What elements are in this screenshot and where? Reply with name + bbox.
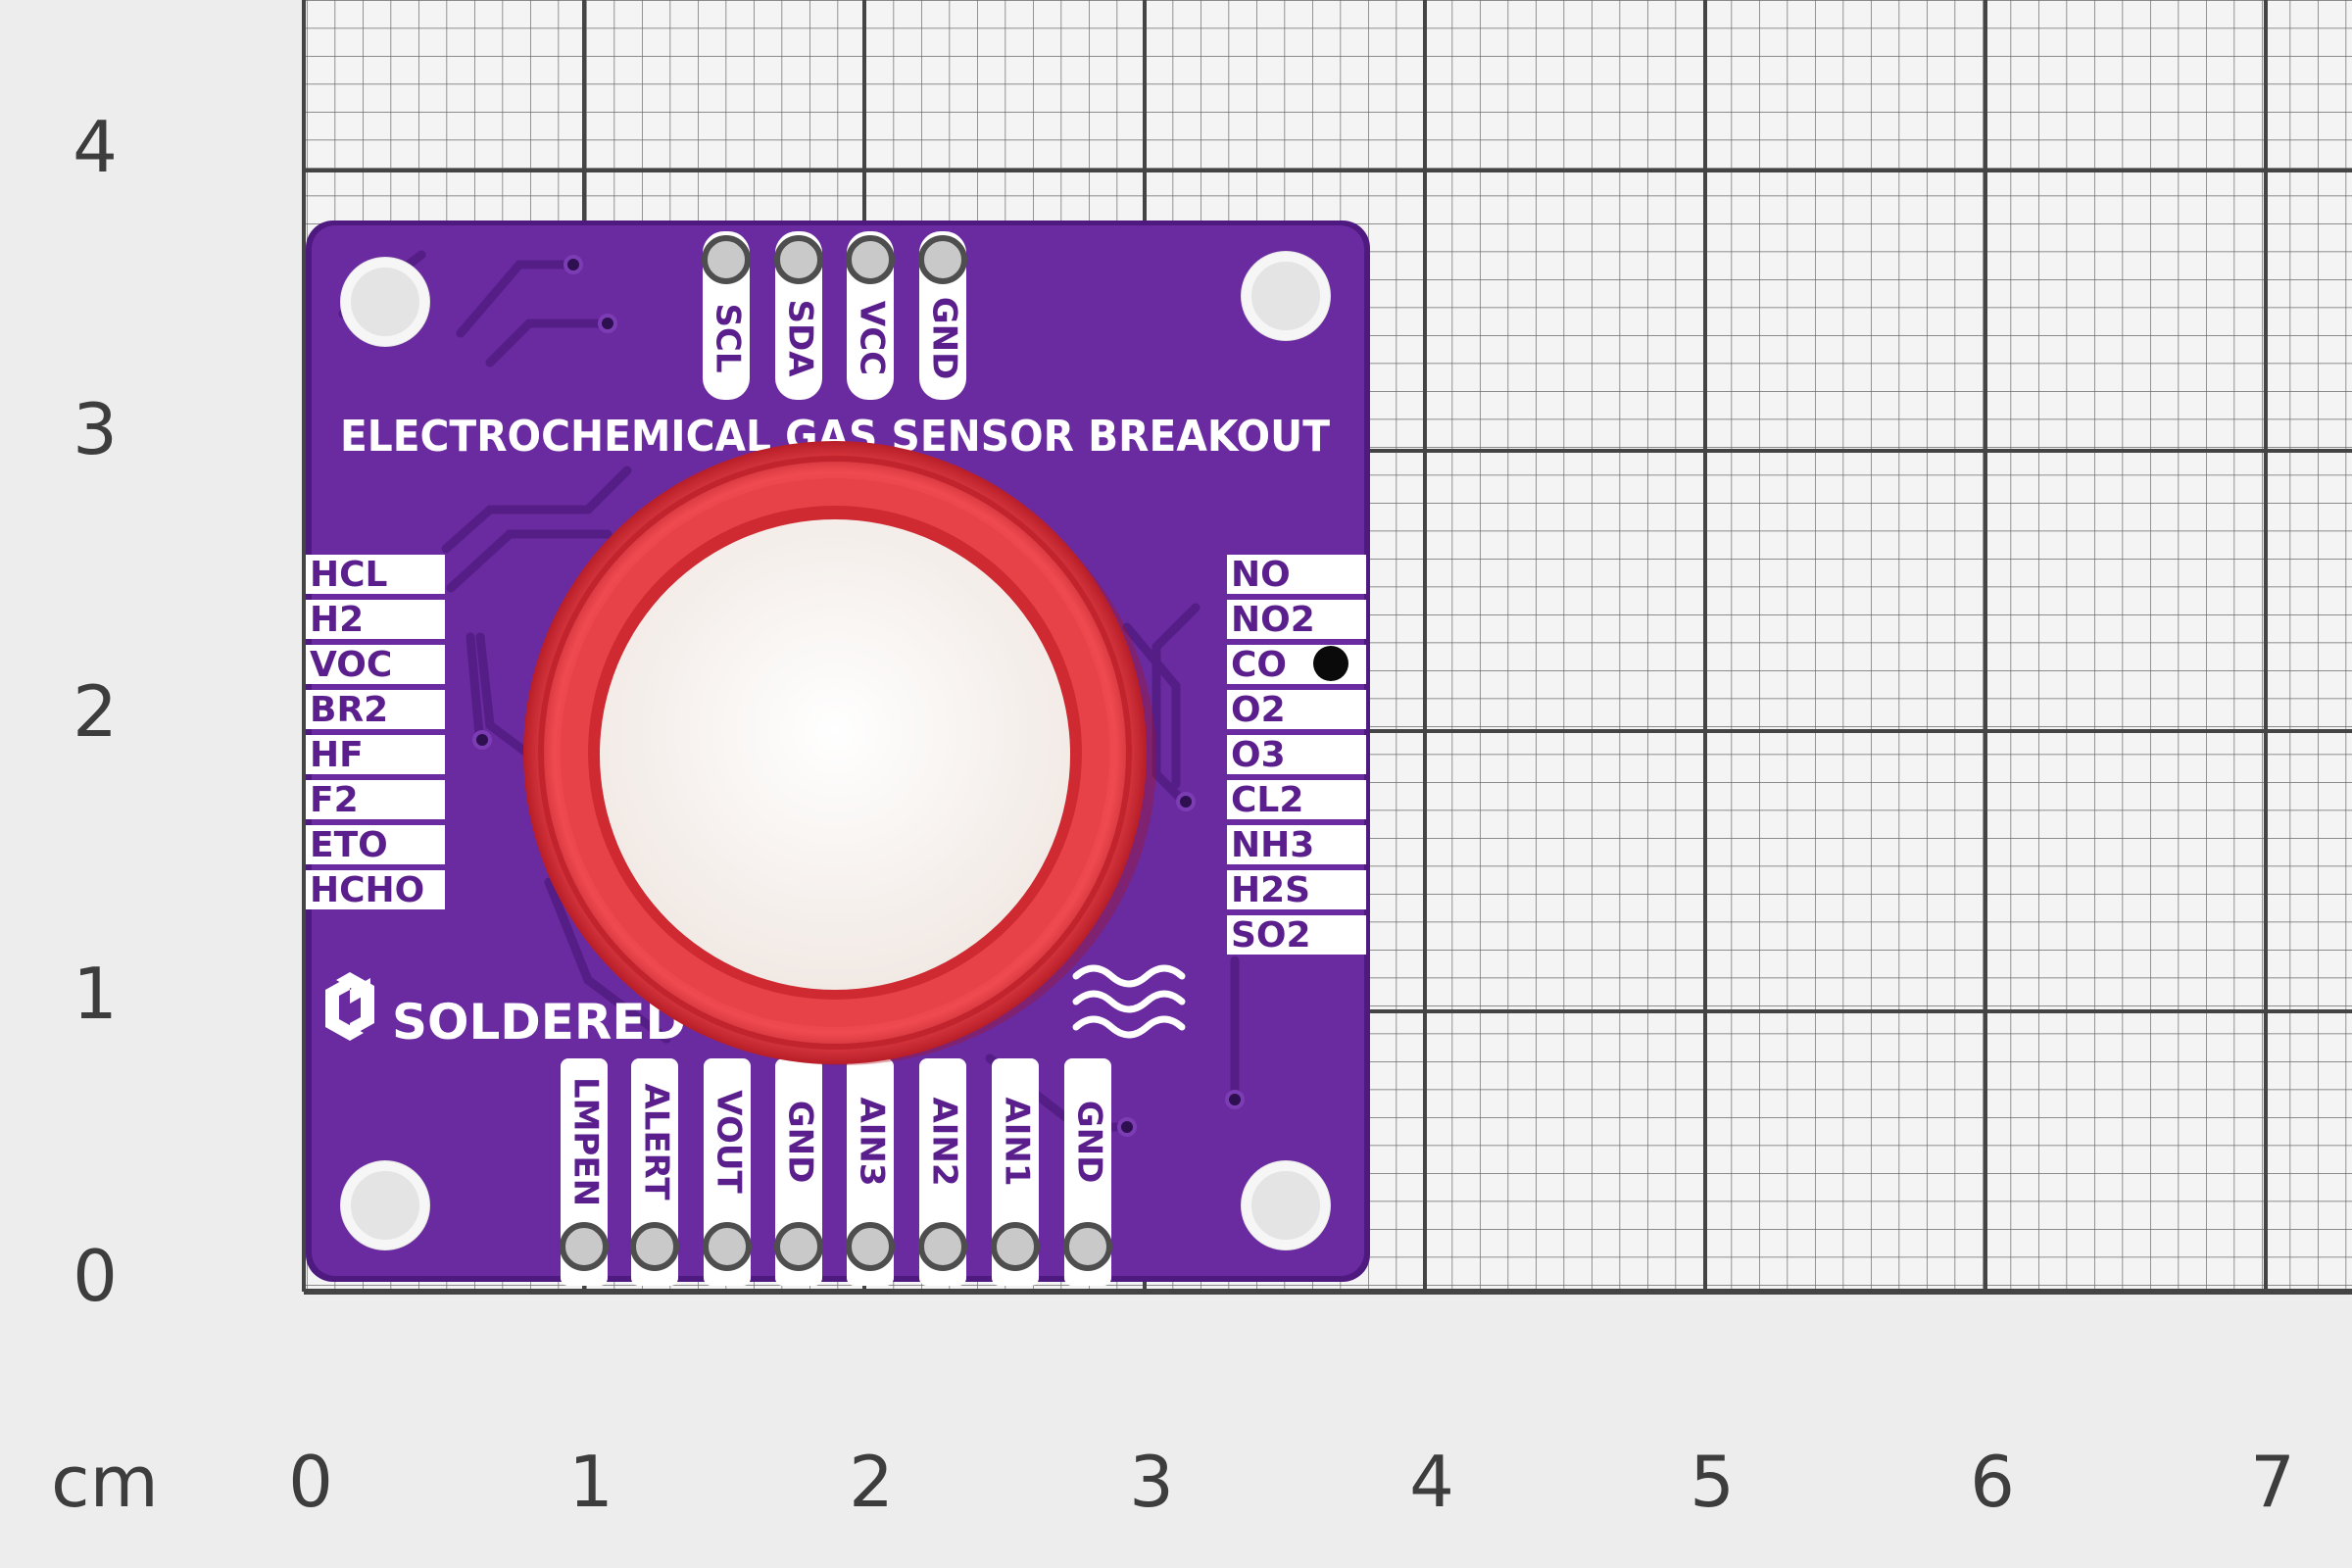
gas-label: H2 <box>310 600 364 640</box>
top-pin-label: SDA <box>781 299 820 377</box>
x-label-6: 6 <box>1970 1441 2015 1523</box>
top-pin-label: SCL <box>709 303 748 372</box>
bottom-pin-label: AIN3 <box>853 1097 892 1186</box>
pin-pad <box>630 1222 679 1271</box>
x-label-3: 3 <box>1129 1441 1174 1523</box>
y-label-2: 2 <box>73 670 118 753</box>
pin-pad <box>703 1222 752 1271</box>
gas-label-box <box>1227 825 1366 864</box>
x-label-1: 1 <box>568 1441 613 1523</box>
gas-label: CL2 <box>1231 780 1303 820</box>
gas-label-box <box>1227 600 1366 639</box>
gas-label-box <box>1227 735 1366 774</box>
gas-label: CO <box>1231 645 1287 685</box>
pcb-vias <box>472 255 1245 1137</box>
gas-label-box <box>306 780 445 819</box>
sensor-membrane <box>600 519 1070 990</box>
brand-logo: SOLDERED <box>325 972 686 1051</box>
y-label-3: 3 <box>73 388 118 470</box>
y-label-0: 0 <box>73 1235 118 1317</box>
gas-label-box <box>1227 870 1366 909</box>
gas-label: HCHO <box>310 870 424 910</box>
gas-label-box <box>306 870 445 909</box>
mounting-holes <box>340 251 1331 1250</box>
gas-label: HCL <box>310 555 388 595</box>
pin-pad <box>560 1222 609 1271</box>
top-pin-label: VCC <box>853 301 892 375</box>
bottom-pin-label: ALERT <box>637 1083 676 1200</box>
bottom-pin-label: LMPEN <box>566 1077 606 1206</box>
soldered-logo-icon <box>325 972 374 1041</box>
gas-label-box <box>306 645 445 684</box>
y-label-4: 4 <box>73 106 118 188</box>
top-pin-label: GND <box>925 297 964 380</box>
gas-label: VOC <box>310 645 392 685</box>
pin-pad <box>1063 1222 1112 1271</box>
gas-label: BR2 <box>310 690 388 730</box>
gas-label: NO2 <box>1231 600 1315 640</box>
gas-label-box <box>1227 780 1366 819</box>
gas-label: O2 <box>1231 690 1286 730</box>
gas-label: F2 <box>310 780 359 820</box>
x-label-4: 4 <box>1409 1441 1454 1523</box>
pin-pad <box>918 235 967 284</box>
gas-label-box <box>306 600 445 639</box>
top-pin-header: SCL SDA VCC GND <box>702 231 967 400</box>
x-label-7: 7 <box>2250 1441 2295 1523</box>
pin-pad <box>774 235 823 284</box>
pin-pad <box>774 1222 823 1271</box>
unit-label: cm <box>51 1441 159 1523</box>
gas-label-box <box>306 735 445 774</box>
gas-label-box <box>306 555 445 594</box>
gas-label: NO <box>1231 555 1291 595</box>
pin-pad <box>991 1222 1040 1271</box>
gas-label: SO2 <box>1231 915 1311 956</box>
gas-label-box <box>1227 915 1366 955</box>
pin-pad <box>918 1222 967 1271</box>
gas-label-box <box>1227 690 1366 729</box>
gas-label: ETO <box>310 825 388 865</box>
x-label-2: 2 <box>849 1441 894 1523</box>
bottom-pin-label: AIN1 <box>998 1097 1037 1186</box>
gas-waves-icon <box>1072 964 1186 1039</box>
pin-pad <box>702 235 751 284</box>
gas-label-box <box>306 690 445 729</box>
x-label-5: 5 <box>1690 1441 1735 1523</box>
x-label-0: 0 <box>288 1441 333 1523</box>
gas-label: HF <box>310 735 364 775</box>
gas-label: O3 <box>1231 735 1286 775</box>
electrochemical-sensor <box>523 441 1156 1065</box>
y-label-1: 1 <box>73 953 118 1035</box>
bottom-pin-label: VOUT <box>710 1090 749 1194</box>
bottom-pin-header: LMPEN ALERT VOUT GND AIN3 AIN2 AIN1 GND <box>560 1058 1112 1286</box>
gas-label-box <box>306 825 445 864</box>
pin-pad <box>846 235 895 284</box>
bottom-pin-label: AIN2 <box>925 1097 964 1186</box>
gas-label-box <box>1227 555 1366 594</box>
selected-gas-marker <box>1313 646 1348 681</box>
brand-name: SOLDERED <box>392 994 686 1051</box>
bottom-pin-label: GND <box>1070 1101 1109 1184</box>
gas-label: H2S <box>1231 870 1310 910</box>
bottom-pin-label: GND <box>781 1101 820 1184</box>
pin-pad <box>846 1222 895 1271</box>
gas-label: NH3 <box>1231 825 1314 865</box>
